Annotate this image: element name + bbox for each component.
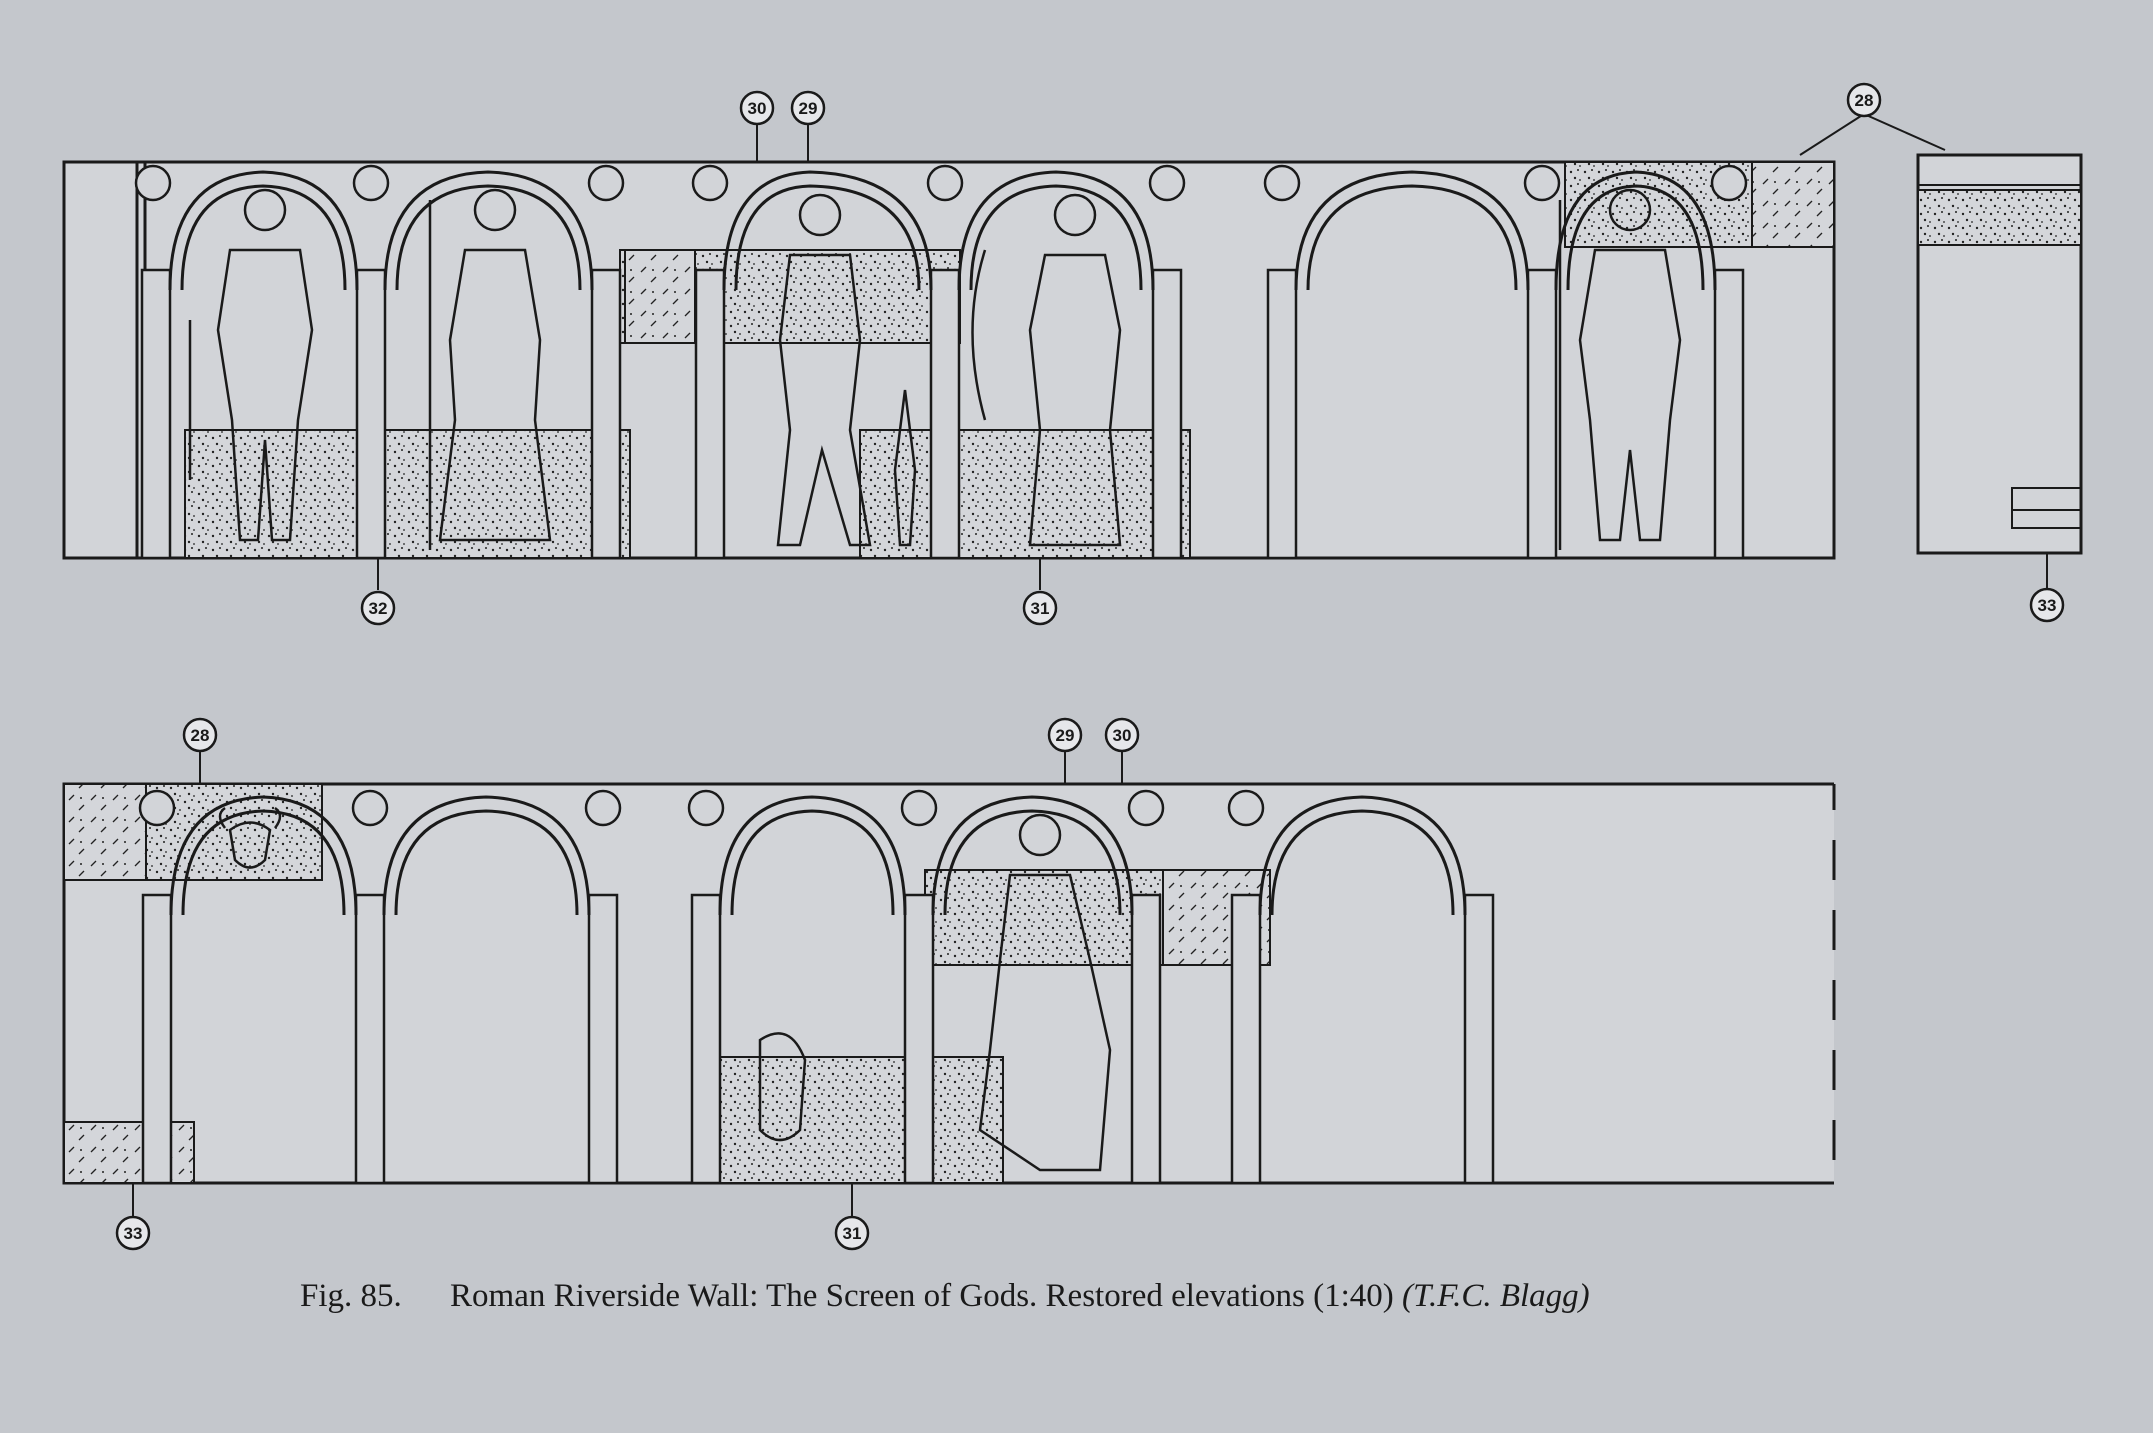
fragment-block (859, 429, 1191, 559)
callout-label: 28 (191, 726, 210, 745)
figure-number: Fig. 85. (300, 1278, 402, 1314)
callout-31-top (1022, 590, 1058, 626)
eagle-figure (758, 1032, 807, 1142)
callout-28-top (1846, 82, 1882, 118)
figure-caption: Fig. 85. Roman Riverside Wall: The Scree… (300, 1278, 1590, 1315)
callout-31-bottom (834, 1215, 870, 1251)
deity-figure-mars (1558, 188, 1682, 550)
top-elevation (62, 113, 2083, 590)
callout-label: 31 (1031, 599, 1050, 618)
callout-label: 29 (1056, 726, 1075, 745)
callout-label: 29 (799, 99, 818, 118)
deity-figure-vulcan (188, 188, 314, 542)
callout-label: 28 (1855, 91, 1874, 110)
deity-figure-minerva (428, 188, 552, 550)
callout-30-top (739, 90, 775, 126)
deity-figure-mercury (776, 193, 917, 547)
deity-figure-diana (971, 193, 1122, 547)
bottom-elevation (62, 750, 1836, 1216)
callout-29-top (790, 90, 826, 126)
figure-credit: (T.F.C. Blagg) (1402, 1278, 1590, 1314)
bull-head-figure (218, 806, 282, 869)
callout-33-top (2029, 587, 2065, 623)
callout-32-top (360, 590, 396, 626)
callout-label: 33 (124, 1224, 143, 1243)
callout-label: 33 (2038, 596, 2057, 615)
figure-title: Roman Riverside Wall: The Screen of Gods… (450, 1278, 1394, 1314)
callout-33-bottom (115, 1215, 151, 1251)
callout-30-bottom (1104, 717, 1140, 753)
side-return-panel (1916, 153, 2083, 555)
callout-label: 30 (1113, 726, 1132, 745)
callout-29-bottom (1047, 717, 1083, 753)
callout-label: 32 (369, 599, 388, 618)
callout-label: 31 (843, 1224, 862, 1243)
callout-28-bottom (182, 717, 218, 753)
deity-figure-venus (978, 813, 1112, 1172)
callout-label: 30 (748, 99, 767, 118)
arcade (134, 160, 1748, 560)
